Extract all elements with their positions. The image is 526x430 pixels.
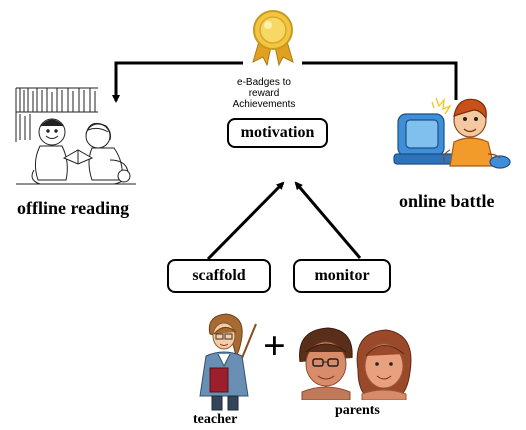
boy-at-computer-illustration <box>393 97 511 169</box>
connector-badge-to-offline-reading <box>112 61 243 103</box>
online-battle-label: online battle <box>399 191 495 211</box>
badge-caption-line: reward <box>248 88 280 99</box>
award-ribbon-icon <box>252 10 294 66</box>
teacher-illustration <box>199 313 257 411</box>
arrow-monitor-to-motivation <box>294 181 362 259</box>
badge-caption-line: Achievements <box>232 99 296 110</box>
teacher-label: teacher <box>193 412 238 427</box>
plus-sign: + <box>263 323 286 368</box>
parents-label: parents <box>335 403 380 418</box>
parents-illustration <box>299 327 412 400</box>
monitor-box: monitor <box>293 259 391 293</box>
badge-caption-line: e-Badges to <box>237 77 291 88</box>
scaffold-box: scaffold <box>167 259 271 293</box>
badge-caption: e-Badges to reward Achievements <box>219 77 309 110</box>
arrow-scaffold-to-motivation <box>206 181 285 261</box>
offline-reading-label: offline reading <box>17 198 130 218</box>
children-reading-illustration <box>15 87 136 185</box>
motivation-box: motivation <box>227 118 328 148</box>
connector-badge-to-online-battle <box>302 61 458 100</box>
